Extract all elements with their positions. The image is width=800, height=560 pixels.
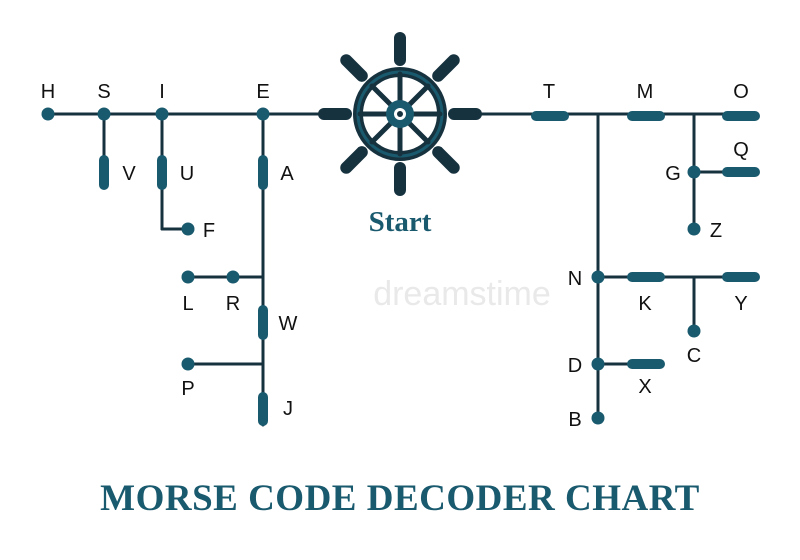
start-label: Start bbox=[369, 206, 432, 238]
letter-label-o: O bbox=[733, 81, 749, 103]
letter-label-y: Y bbox=[734, 293, 747, 315]
letter-label-k: K bbox=[638, 293, 652, 315]
symbol-dot-i bbox=[155, 107, 169, 121]
letter-label-j: J bbox=[283, 398, 293, 420]
symbol-dot-l bbox=[181, 270, 195, 284]
letter-label-i: I bbox=[159, 81, 165, 103]
letter-label-z: Z bbox=[710, 220, 722, 242]
ship-wheel-icon bbox=[318, 32, 482, 196]
letter-label-f: F bbox=[203, 220, 215, 242]
symbol-dot-z bbox=[687, 222, 701, 236]
letter-label-s: S bbox=[97, 81, 110, 103]
letter-label-t: T bbox=[543, 81, 555, 103]
watermark: dreamstime bbox=[373, 275, 551, 313]
letter-label-v: V bbox=[122, 163, 136, 185]
symbol-dot-g bbox=[687, 165, 701, 179]
symbol-dot-r bbox=[226, 270, 240, 284]
letter-labels: H S I E V U F A L R W P J T M O G Q Z N … bbox=[41, 81, 749, 431]
symbol-dot-f bbox=[181, 222, 195, 236]
symbol-dot-b bbox=[591, 411, 605, 425]
letter-label-a: A bbox=[280, 163, 294, 185]
letter-label-n: N bbox=[568, 268, 582, 290]
letter-label-u: U bbox=[180, 163, 194, 185]
symbol-dot-n bbox=[591, 270, 605, 284]
letter-label-p: P bbox=[181, 378, 194, 400]
letter-label-q: Q bbox=[733, 139, 749, 161]
letter-label-w: W bbox=[279, 313, 298, 335]
symbol-dot-s bbox=[97, 107, 111, 121]
chart-title: MORSE CODE DECODER CHART bbox=[100, 478, 700, 519]
symbol-dot-p bbox=[181, 357, 195, 371]
letter-label-c: C bbox=[687, 345, 701, 367]
letter-label-l: L bbox=[182, 293, 193, 315]
letter-label-g: G bbox=[665, 163, 681, 185]
letter-label-d: D bbox=[568, 355, 582, 377]
symbol-dot-h bbox=[41, 107, 55, 121]
symbol-dot-c bbox=[687, 324, 701, 338]
letter-label-e: E bbox=[256, 81, 269, 103]
letter-label-x: X bbox=[638, 376, 651, 398]
morse-symbols bbox=[41, 107, 760, 426]
letter-label-r: R bbox=[226, 293, 240, 315]
symbol-dot-e bbox=[256, 107, 270, 121]
letter-label-b: B bbox=[568, 409, 581, 431]
letter-label-m: M bbox=[637, 81, 654, 103]
symbol-dot-d bbox=[591, 357, 605, 371]
letter-label-h: H bbox=[41, 81, 55, 103]
